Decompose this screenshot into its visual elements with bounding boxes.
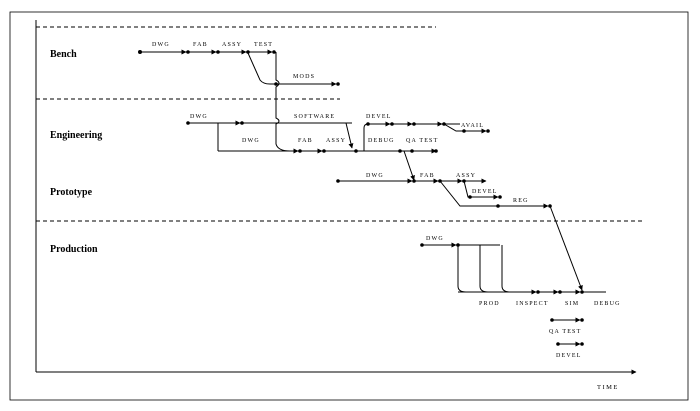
prod-inspect-label: INSPECT <box>516 301 549 307</box>
bench-mods-branch <box>247 52 337 87</box>
bench-mods-label: MODS <box>293 74 315 80</box>
proto-to-production <box>549 205 583 291</box>
lane-label-production: Production <box>50 244 98 255</box>
prototype-flow: DWG FAB ASSY DEVEL REG <box>336 173 583 291</box>
lane-label-bench: Bench <box>50 49 77 60</box>
eng-assy-label: ASSY <box>326 138 346 144</box>
x-axis-label: TIME <box>597 384 619 391</box>
eng-node <box>486 129 490 133</box>
lane-label-engineering: Engineering <box>50 130 102 141</box>
bench-node <box>272 50 276 54</box>
eng-software-label: SOFTWARE <box>294 114 335 120</box>
prod-sim-label: SIM <box>565 301 579 307</box>
eng-to-proto <box>403 150 415 181</box>
eng-node <box>390 122 394 126</box>
proto-node <box>498 195 502 199</box>
eng-node <box>410 149 414 153</box>
proto-node <box>336 179 340 183</box>
proto-devel-label: DEVEL <box>472 189 498 195</box>
prod-drop-3 <box>501 245 511 293</box>
eng-node <box>462 129 466 133</box>
bench-assy-label: ASSY <box>222 42 242 48</box>
bench-node <box>186 50 190 54</box>
eng-dwg2-label: DWG <box>242 138 260 144</box>
eng-node <box>434 149 438 153</box>
prod-node <box>556 342 560 346</box>
outer-frame <box>9 11 689 401</box>
bench-test-label: TEST <box>254 42 273 48</box>
prod-prod-label: PROD <box>479 301 500 307</box>
bench-node <box>274 82 278 86</box>
bench-node <box>216 50 220 54</box>
eng-node <box>412 122 416 126</box>
prod-qatest-label: QA TEST <box>549 329 581 335</box>
bench-node <box>246 50 250 54</box>
lane-label-prototype: Prototype <box>50 187 93 198</box>
proto-fab-label: FAB <box>420 173 435 179</box>
prod-node <box>580 318 584 322</box>
proto-node <box>468 195 472 199</box>
eng-node <box>298 149 302 153</box>
eng-node <box>366 122 370 126</box>
eng-node <box>186 121 190 125</box>
eng-dwg1-label: DWG <box>190 114 208 120</box>
eng-devel-label: DEVEL <box>366 114 392 120</box>
prod-node <box>580 290 584 294</box>
bench-to-engineering-connector <box>275 52 291 152</box>
prod-devel-label: DEVEL <box>556 353 582 359</box>
eng-qatest-label: QA TEST <box>406 138 438 144</box>
prod-node <box>580 342 584 346</box>
prod-node <box>550 318 554 322</box>
proto-dwg-label: DWG <box>366 173 384 179</box>
bench-flow: DWG FAB ASSY TEST MODS <box>138 42 340 152</box>
prod-drop-1 <box>457 245 467 293</box>
bench-node <box>336 82 340 86</box>
eng-node <box>398 149 402 153</box>
eng-debug-label: DEBUG <box>368 138 395 144</box>
eng-node <box>240 121 244 125</box>
eng-avail-branch <box>443 123 487 134</box>
eng-fab-label: FAB <box>298 138 313 144</box>
proto-node <box>412 179 416 183</box>
prod-dwg-label: DWG <box>426 236 444 242</box>
prod-node <box>420 243 424 247</box>
bench-fab-label: FAB <box>193 42 208 48</box>
eng-software-down <box>345 122 354 149</box>
proto-reg-label: REG <box>513 198 529 204</box>
proto-node <box>496 204 500 208</box>
eng-avail-label: AVAIL <box>461 123 484 129</box>
prod-drop-2 <box>479 245 489 293</box>
proto-reg-branch <box>439 180 549 209</box>
prod-node <box>558 290 562 294</box>
production-flow: DWG PROD INSPECT SIM DEBUG QA TEST DEVEL <box>420 236 621 359</box>
eng-node <box>354 149 358 153</box>
prod-debug-label: DEBUG <box>594 301 621 307</box>
bench-node-start <box>138 50 142 54</box>
eng-node <box>322 149 326 153</box>
engineering-flow: DWG SOFTWARE DWG FAB ASSY DEBUG QA TEST … <box>186 114 490 181</box>
proto-assy-label: ASSY <box>456 173 476 179</box>
prod-node <box>536 290 540 294</box>
bench-dwg-label: DWG <box>152 42 170 48</box>
proto-devel-branch <box>463 180 499 200</box>
